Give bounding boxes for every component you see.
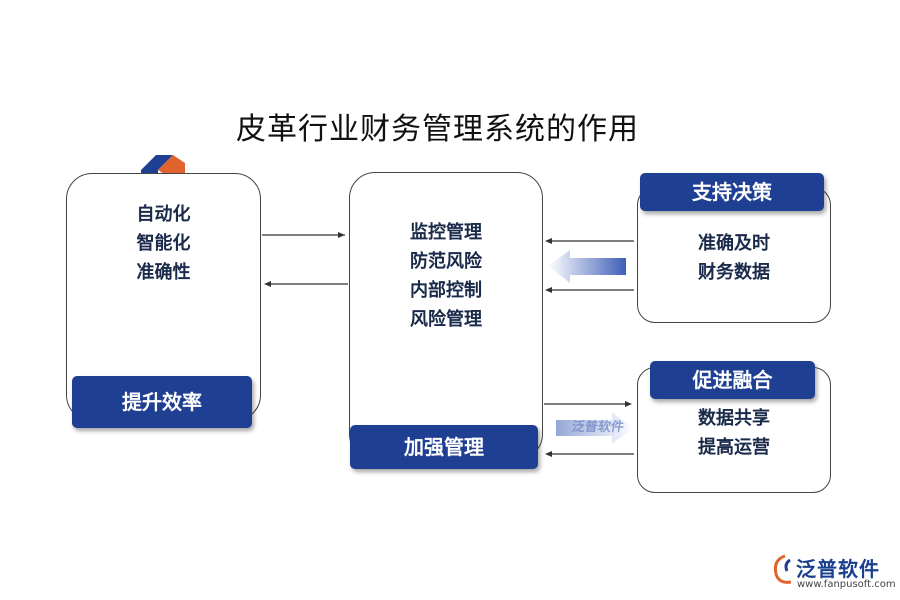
decision-item: 财务数据 [698, 262, 770, 283]
integration-item: 数据共享 [698, 408, 770, 429]
management-item: 监控管理 [410, 222, 482, 243]
watermark-text: 泛普软件 [570, 420, 625, 435]
decision-list: 准确及时 财务数据 [637, 229, 831, 287]
tag-efficiency: 提升效率 [72, 376, 252, 428]
efficiency-item: 自动化 [136, 204, 191, 225]
management-list: 监控管理 防范风险 内部控制 风险管理 [349, 218, 543, 334]
efficiency-list: 自动化 智能化 准确性 [66, 200, 261, 287]
management-item: 风险管理 [410, 309, 482, 330]
arrow-decision-to-middle-bottom [545, 287, 634, 293]
efficiency-item: 智能化 [136, 233, 191, 254]
panel-management [349, 172, 543, 460]
integration-item: 提高运营 [698, 437, 770, 458]
brand-logo-icon [773, 554, 792, 584]
arrow-decision-to-middle-top [545, 238, 634, 244]
big-right-arrow-icon [556, 412, 634, 444]
decision-item: 准确及时 [698, 233, 770, 254]
management-item: 防范风险 [410, 251, 482, 272]
tag-management: 加强管理 [350, 425, 538, 469]
arrow-middle-to-integration [544, 401, 632, 407]
integration-list: 数据共享 提高运营 [637, 404, 831, 462]
brand-name: 泛普软件 [796, 557, 880, 581]
diagram-title: 皮革行业财务管理系统的作用 [236, 112, 639, 147]
arrow-middle-to-left [264, 281, 348, 287]
arrow-left-to-middle [262, 232, 345, 238]
efficiency-item: 准确性 [136, 262, 191, 283]
tag-decision: 支持决策 [640, 173, 824, 211]
brand-url: www.fanpusoft.com [797, 579, 896, 590]
tag-integration: 促进融合 [650, 361, 815, 399]
arrow-integration-to-middle [545, 451, 634, 457]
watermark: 泛普软件 [554, 410, 638, 440]
big-left-arrow-icon [548, 250, 626, 283]
management-item: 内部控制 [410, 280, 482, 301]
